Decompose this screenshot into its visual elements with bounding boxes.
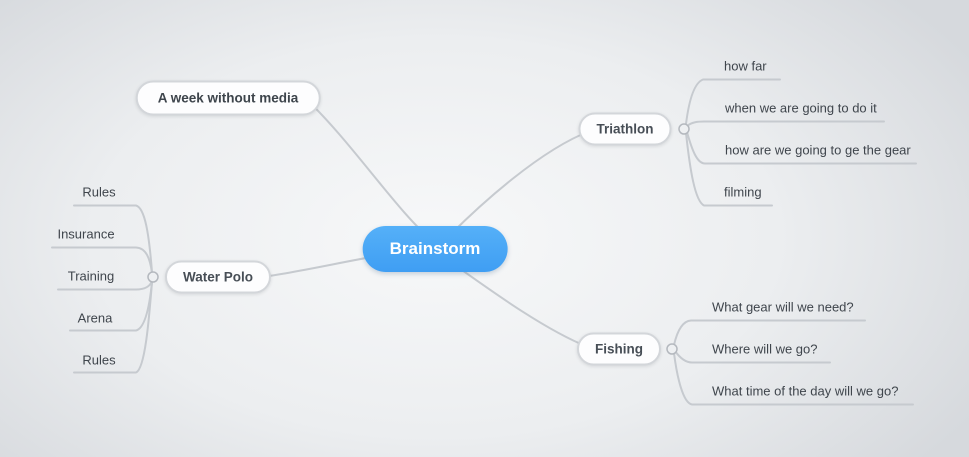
collapse-handle-triathlon[interactable] (678, 123, 690, 135)
node-brainstorm[interactable]: Brainstorm (362, 226, 508, 272)
leaf-how-far[interactable]: how far (724, 58, 767, 74)
leaf-insurance[interactable]: Insurance (57, 226, 115, 242)
leaf-line-when-do-it (686, 120, 885, 127)
node-water-polo[interactable]: Water Polo (164, 260, 272, 294)
leaf-line-what-time (673, 352, 914, 406)
leaf-line-what-gear (673, 319, 866, 346)
leaf-line-where-go (674, 350, 831, 364)
branch-curve-triathlon (449, 130, 591, 236)
leaf-filming[interactable]: filming (724, 184, 762, 200)
leaf-line-filming (685, 132, 773, 207)
branch-curve-week-without-media (305, 98, 433, 241)
leaf-arena[interactable]: Arena (77, 310, 113, 326)
leaf-rules-1[interactable]: Rules (82, 184, 116, 200)
leaf-line-rules-2 (73, 281, 153, 374)
collapse-handle-fishing[interactable] (666, 343, 678, 355)
leaf-line-how-far (685, 78, 781, 125)
node-fishing[interactable]: Fishing (577, 332, 661, 366)
leaf-get-gear[interactable]: how are we going to ge the gear (725, 142, 911, 158)
leaf-line-get-gear (686, 131, 917, 165)
leaf-what-time[interactable]: What time of the day will we go? (712, 383, 899, 399)
node-week-without-media[interactable]: A week without media (135, 80, 321, 116)
node-triathlon[interactable]: Triathlon (578, 112, 672, 146)
leaf-rules-2[interactable]: Rules (82, 352, 116, 368)
branch-curve-fishing (451, 262, 589, 348)
leaf-when-do-it[interactable]: when we are going to do it (725, 100, 877, 116)
leaf-line-rules-1 (73, 204, 153, 273)
leaf-where-go[interactable]: Where will we go? (712, 341, 818, 357)
collapse-handle-water-polo[interactable] (147, 271, 159, 283)
leaf-line-insurance (51, 246, 153, 274)
leaf-what-gear[interactable]: What gear will we need? (712, 299, 854, 315)
leaf-training[interactable]: Training (67, 268, 115, 284)
